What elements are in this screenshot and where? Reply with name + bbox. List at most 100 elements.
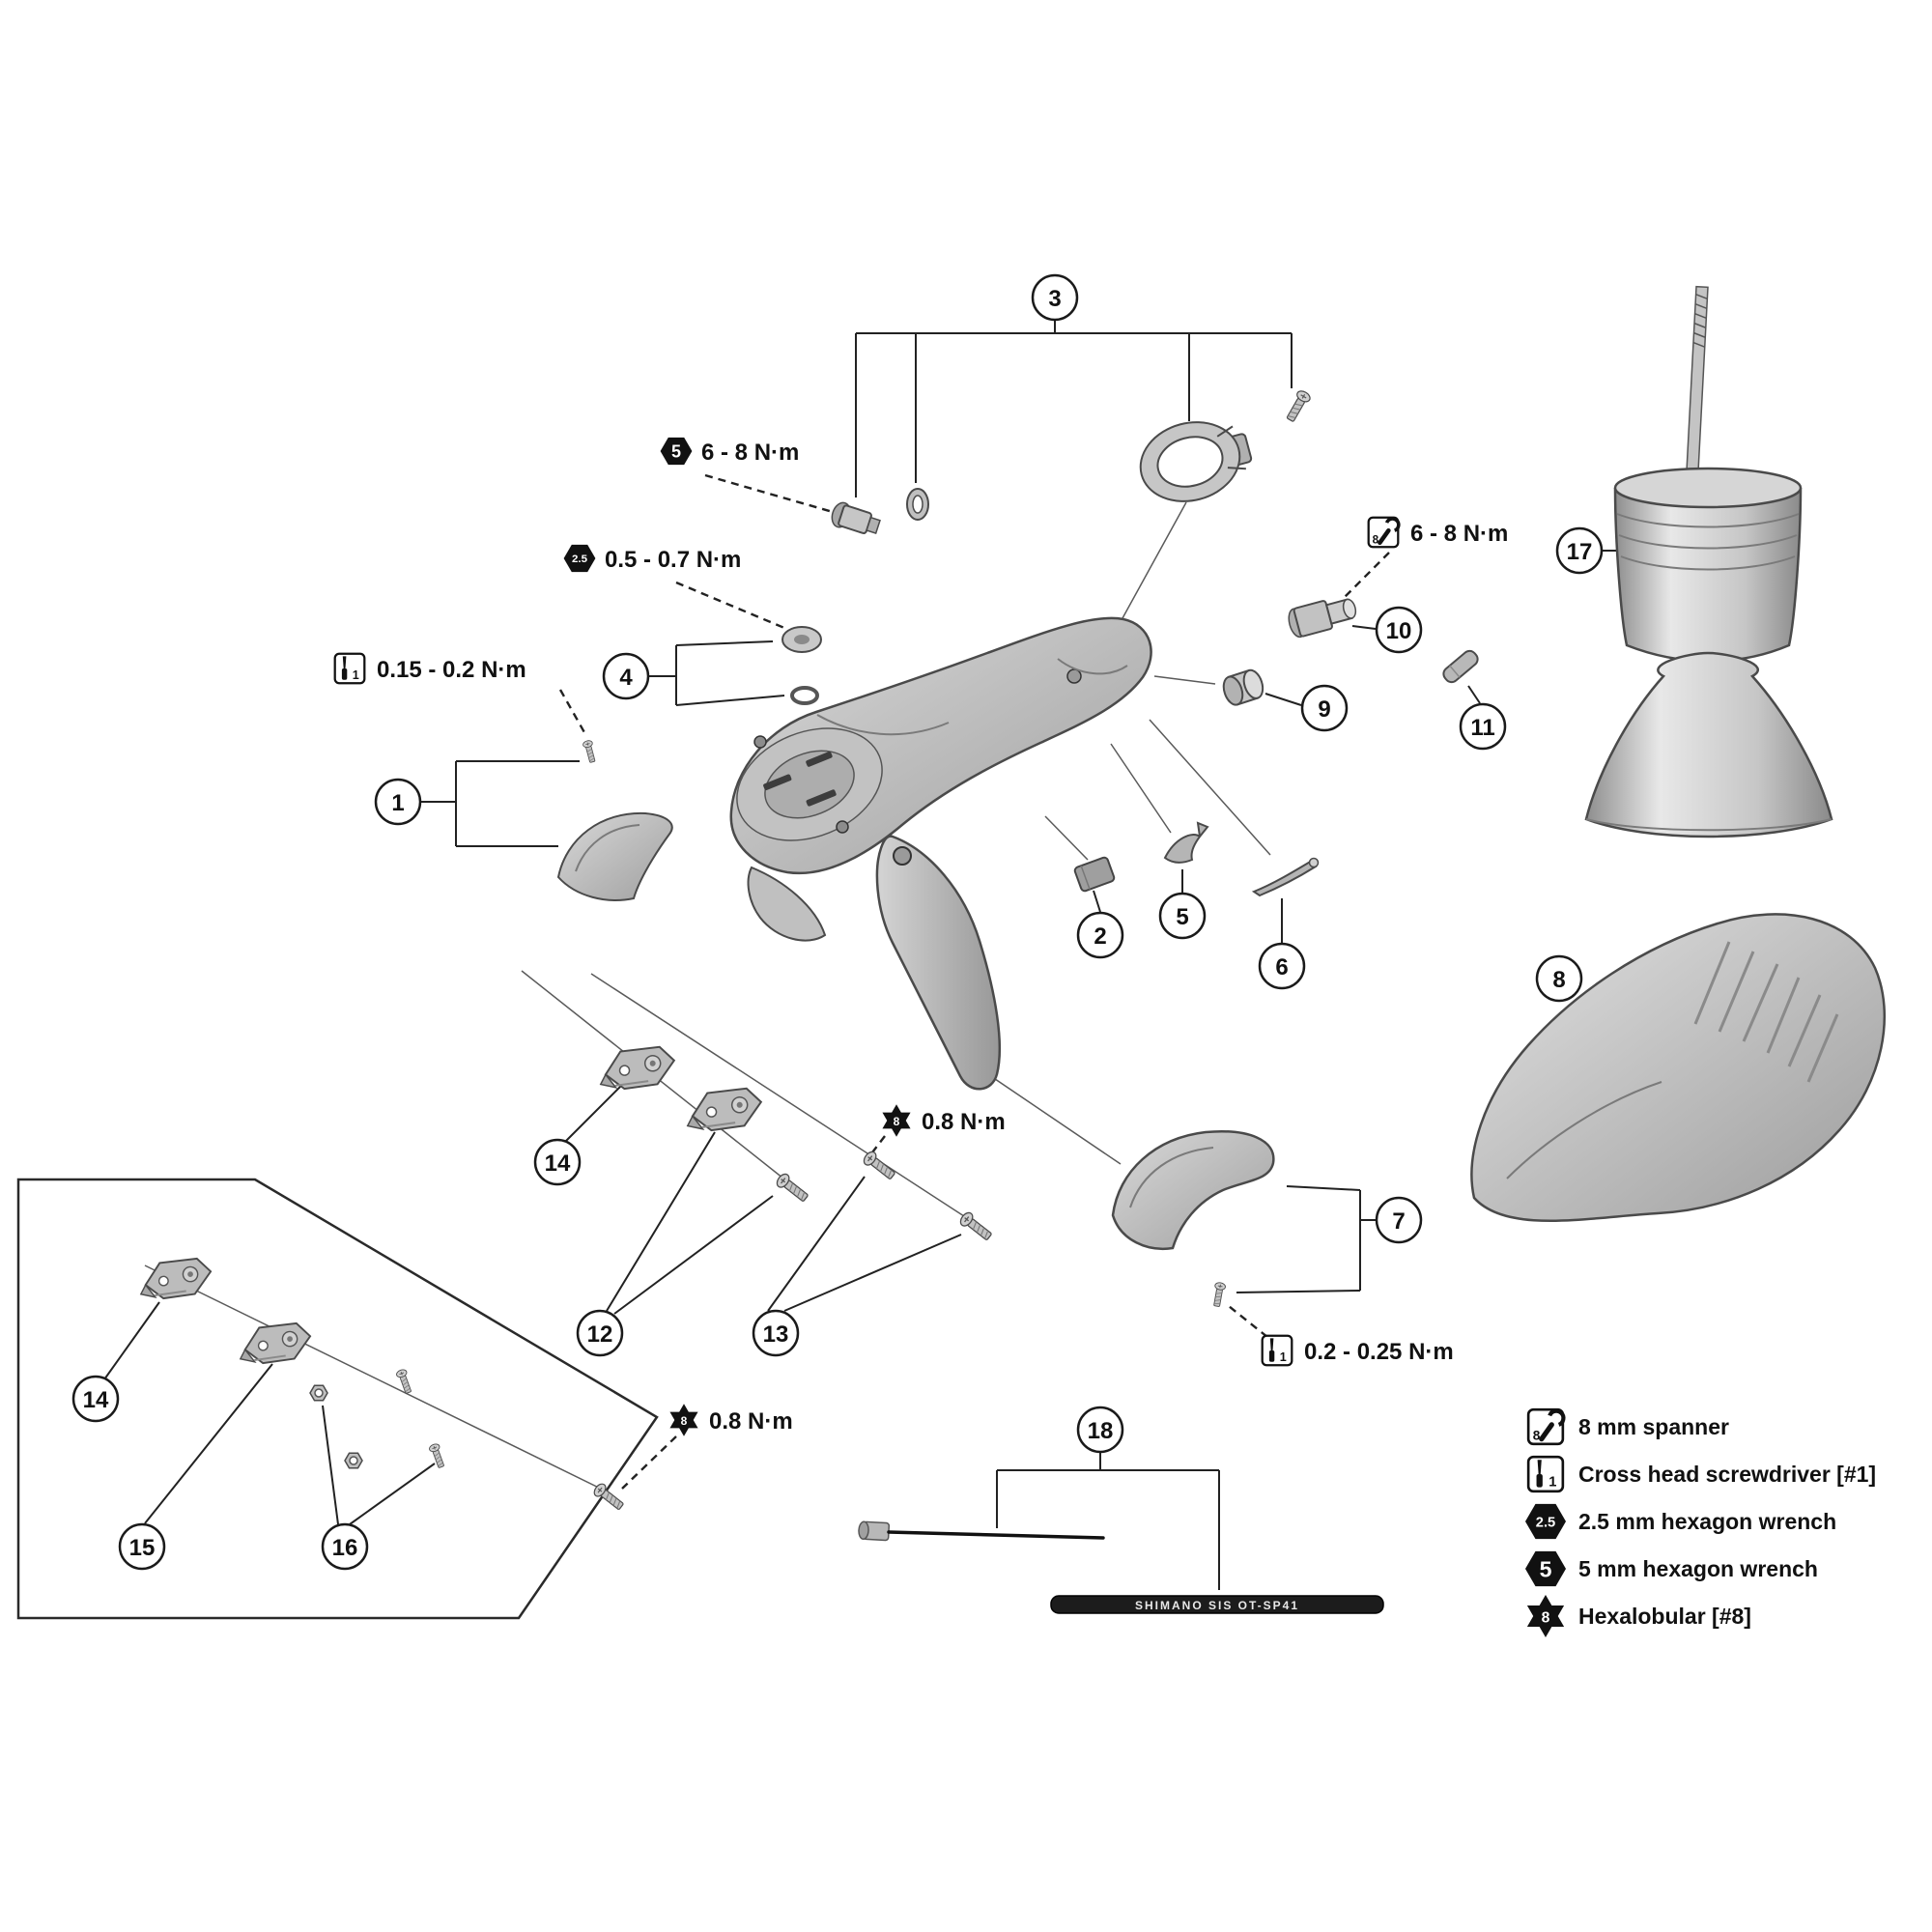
callout-16: 16 [321,1522,369,1571]
torque-labels: 6 - 8 N·m 0.5 - 0.7 N·m 0.15 - 0.2 N·m 6… [333,437,1508,1436]
svg-text:1: 1 [391,790,404,816]
callout-12: 12 [576,1309,624,1357]
callout-15: 15 [118,1522,166,1571]
callout-14-mid: 14 [533,1138,582,1186]
svg-text:12: 12 [587,1321,613,1348]
svg-text:6: 6 [1275,954,1288,980]
main-lever-body [729,616,1152,875]
part-12-bracket [678,1077,768,1144]
part-12-screw [774,1171,811,1206]
legend-row-screwdriver: Cross head screwdriver [#1] [1526,1455,1876,1493]
svg-text:17: 17 [1567,539,1593,565]
part-3-washer [906,488,929,521]
shift-paddle [747,866,827,942]
svg-text:3: 3 [1048,286,1061,312]
svg-text:0.2 - 0.25 N·m: 0.2 - 0.25 N·m [1304,1339,1454,1365]
svg-text:7: 7 [1392,1208,1405,1235]
callout-9: 9 [1300,684,1349,732]
svg-text:4: 4 [619,665,633,691]
svg-text:9: 9 [1318,696,1330,723]
legend-row-spanner: 8 mm spanner [1528,1409,1729,1444]
legend-row-hex5: 5 mm hexagon wrench [1525,1550,1818,1587]
callout-3: 3 [1031,273,1079,322]
torque-label-star-08-inset: 0.8 N·m [669,1404,793,1436]
svg-text:15: 15 [129,1535,156,1561]
part-6-spring-plate [1251,857,1320,897]
part-3-clamp-bolt [831,501,881,535]
svg-text:10: 10 [1386,618,1412,644]
torque-label-driver-02-025: 0.2 - 0.25 N·m [1261,1334,1454,1367]
callout-14-inset: 14 [71,1375,120,1423]
callout-7: 7 [1375,1196,1423,1244]
body-screw-b [836,820,849,834]
part-13-screw-a [861,1149,898,1183]
left-lever-inset-box [16,1178,659,1620]
part-2-block [1073,856,1116,893]
inset-part-16-screw-b [427,1442,447,1469]
callout-13: 13 [752,1309,800,1357]
svg-text:14: 14 [545,1151,571,1177]
part-10-bolt [1288,598,1357,639]
part-3-clamp-band [1139,421,1253,502]
callout-2: 2 [1076,911,1124,959]
inset-part-16-nut-a [309,1384,328,1402]
svg-text:Cross head screwdriver [#1]: Cross head screwdriver [#1] [1578,1462,1876,1487]
legend-row-hex25: 2.5 mm hexagon wrench [1525,1503,1836,1540]
leader-lines [103,321,1619,1590]
torque-label-star-08-mid: 0.8 N·m [882,1104,1006,1137]
part-5-lever [1163,821,1209,864]
part-7-clamp-plate [1111,1130,1275,1250]
callout-10: 10 [1375,606,1423,654]
callouts: 3 1 4 2 5 6 9 10 11 17 8 14 12 13 14 15 … [71,273,1604,1571]
callout-8: 8 [1535,954,1583,1003]
callout-11: 11 [1459,702,1507,751]
svg-text:13: 13 [763,1321,789,1348]
part-1-screw [582,739,598,764]
inset-part-16-nut-b [344,1452,363,1469]
svg-text:0.15 - 0.2 N·m: 0.15 - 0.2 N·m [377,657,526,683]
part-7-screw [1210,1281,1227,1308]
inset-part-16-screw-a [394,1368,414,1395]
svg-text:5: 5 [1176,904,1188,930]
part-4-o-ring [790,686,819,705]
part-4-cap [781,626,822,653]
svg-text:11: 11 [1470,715,1494,741]
part-8-bracket-cover [1470,913,1886,1222]
part-9-bushing [1222,668,1264,706]
callout-1: 1 [374,778,422,826]
torque-label-spanner-6-8: 6 - 8 N·m [1369,518,1508,548]
brake-lever-blade [875,835,1002,1091]
svg-text:5 mm hexagon wrench: 5 mm hexagon wrench [1578,1556,1818,1581]
callout-17: 17 [1555,526,1604,575]
callout-5: 5 [1158,892,1207,940]
inset-part-15-bracket [232,1312,317,1376]
svg-text:8: 8 [1552,967,1565,993]
body-bolt [1066,668,1082,684]
callout-6: 6 [1258,942,1306,990]
tool-legend: 8 mm spanner Cross head screwdriver [#1]… [1525,1409,1876,1638]
part-14-bracket [591,1036,681,1102]
svg-text:8 mm spanner: 8 mm spanner [1578,1414,1729,1439]
part-18-cable: SHIMANO SIS OT-SP41 [858,1520,1384,1614]
cable-housing-text: SHIMANO SIS OT-SP41 [1135,1599,1299,1612]
part-3-fixing-screw [1283,388,1313,424]
body-screw-a [753,735,767,749]
torque-label-hex25-05-07: 0.5 - 0.7 N·m [563,544,741,573]
svg-text:16: 16 [332,1535,358,1561]
torque-label-hex5-6-8: 6 - 8 N·m [660,437,799,466]
svg-text:18: 18 [1088,1418,1114,1444]
svg-text:6 - 8 N·m: 6 - 8 N·m [1410,521,1508,547]
cable-housing [1050,1595,1384,1614]
svg-text:0.5 - 0.7 N·m: 0.5 - 0.7 N·m [605,547,741,573]
callout-18: 18 [1076,1406,1124,1454]
inset-part-14-bracket [132,1247,217,1311]
callout-4: 4 [602,652,650,700]
svg-text:14: 14 [83,1387,109,1413]
svg-text:2.5 mm hexagon wrench: 2.5 mm hexagon wrench [1578,1509,1836,1534]
svg-text:0.8 N·m: 0.8 N·m [709,1408,793,1435]
svg-text:6 - 8 N·m: 6 - 8 N·m [701,440,799,466]
legend-row-hexalobular: Hexalobular [#8] [1526,1594,1751,1638]
torque-dashed-leaders [558,473,1390,1490]
part-1-name-plate [556,811,673,901]
